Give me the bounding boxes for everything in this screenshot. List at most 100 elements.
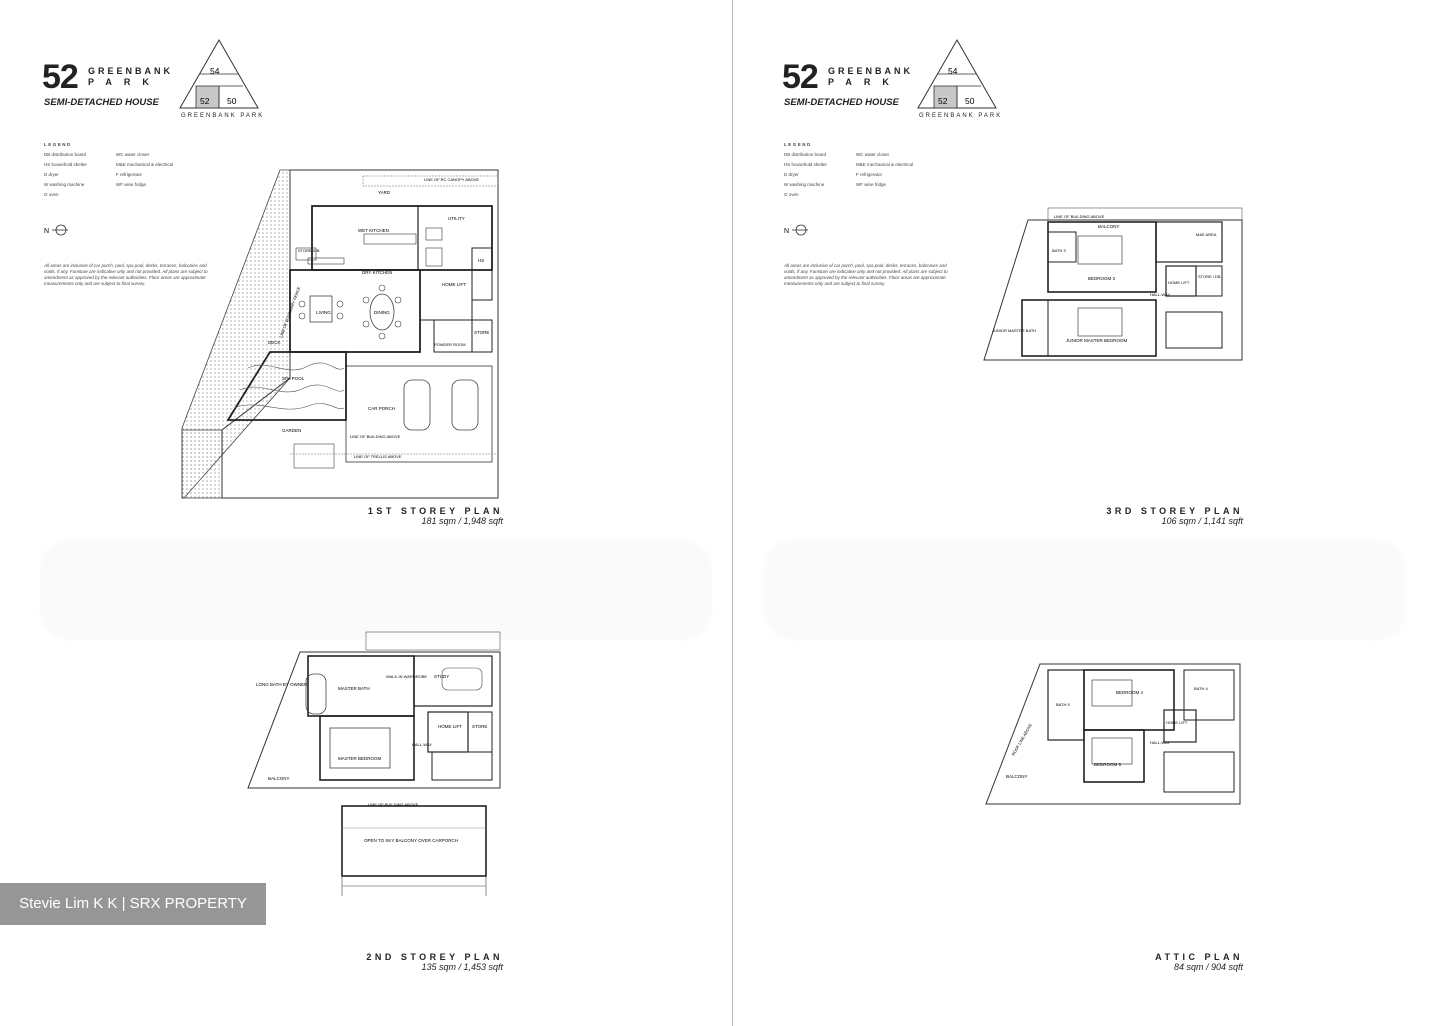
label-dry-kitchen: DRY KITCHEN: [362, 270, 392, 275]
label-wet-kitchen: WET KITCHEN: [358, 228, 389, 233]
legend-item: O oven: [784, 192, 799, 197]
legend-item: HS household shelter: [44, 162, 88, 167]
label-line-canopy: LINE OF RC CANOPY ABOVE: [424, 177, 479, 182]
label-hallway-4: HALL-WAY: [1150, 740, 1170, 745]
label-line-building-3: LINE OF BUILDING ABOVE: [1054, 214, 1105, 219]
watermark: Stevie Lim K K | SRX PROPERTY: [0, 883, 266, 925]
legend-item: F refrigerator: [116, 172, 143, 177]
site-key-diagram: 54 52 50: [917, 38, 997, 109]
right-page: 52 GREENBANK PARK SEMI-DETACHED HOUSE 54…: [734, 0, 1440, 1026]
page-divider: [732, 0, 733, 1026]
brand-name-line2: PARK: [828, 77, 901, 87]
legend-item: WF wine fridge: [856, 182, 887, 187]
legend-item: W washing machine: [784, 182, 825, 187]
label-powder-room: POWDER ROOM: [434, 342, 466, 347]
second-storey-plan: LONG BATH BY OWNER MASTER BATH WALK-IN W…: [247, 631, 501, 896]
brand-number: 52: [42, 58, 79, 96]
legend-note: All areas are inclusive of car porch, po…: [44, 263, 208, 286]
first-plan-title: 1ST STOREY PLAN: [367, 506, 503, 516]
brand-subtitle: SEMI-DETACHED HOUSE: [44, 97, 159, 108]
label-bath4: BATH 4: [1194, 686, 1208, 691]
label-bedroom4: BEDROOM 4: [1116, 690, 1144, 695]
label-store-db: STORE /DB: [298, 248, 320, 253]
site-key-bottom-left: 52: [938, 96, 948, 106]
site-key-bottom-left: 52: [200, 96, 210, 106]
legend-item: D dryer: [44, 172, 59, 177]
label-bath3: BATH 3: [1052, 248, 1066, 253]
legend-item: WF wine fridge: [116, 182, 147, 187]
left-page: 52 GREENBANK PARK SEMI-DETACHED HOUSE 54…: [40, 38, 712, 972]
site-key-caption: GREENBANK PARK: [919, 113, 1003, 119]
label-master-bedroom: MASTER BEDROOM: [338, 756, 382, 761]
label-balcony-2: BALCONY: [268, 776, 290, 781]
legend-item: M&E mechanical & electrical: [856, 162, 914, 167]
label-store: STORE: [474, 330, 489, 335]
label-bedroom3: BEDROOM 3: [1088, 276, 1116, 281]
legend-grid: DB distribution board WC water closet HS…: [784, 150, 946, 200]
legend-item: DB distribution board: [44, 152, 87, 157]
brand-name-line1: GREENBANK: [88, 66, 174, 76]
label-hs: HS: [478, 258, 484, 263]
label-master-bath: MASTER BATH: [338, 686, 370, 691]
label-hallway-3: HALL-WAY: [1150, 292, 1170, 297]
label-line-trellis: LINE OF TRELLIS ABOVE: [354, 454, 402, 459]
legend-item: D dryer: [784, 172, 799, 177]
brand-name-line2: PARK: [88, 77, 161, 87]
label-dining: DINING: [374, 310, 390, 315]
legend-item: W washing machine: [44, 182, 85, 187]
legend-item: F refrigerator: [856, 172, 883, 177]
label-open-balcony: OPEN TO SKY BALCONY OVER CARPORCH: [364, 838, 458, 843]
label-utility: UTILITY: [448, 216, 465, 221]
label-home-lift: HOME LIFT: [442, 282, 466, 287]
site-key-bottom-right: 50: [965, 96, 975, 106]
legend-grid: DB distribution board WC water closet HS…: [44, 150, 206, 200]
blur-band: [40, 540, 712, 640]
third-plan-title: 3RD STOREY PLAN: [1106, 506, 1243, 516]
site-key-bottom-right: 50: [227, 96, 237, 106]
brand-subtitle: SEMI-DETACHED HOUSE: [784, 97, 899, 108]
svg-text:N: N: [784, 228, 789, 235]
label-home-lift-3: HOME LIFT: [1168, 280, 1190, 285]
legend-item: WC water closet: [856, 152, 889, 157]
label-junior-master-bedroom: JUNIOR MASTER BEDROOM: [1066, 338, 1128, 343]
first-storey-plan: YARD LINE OF RC CANOPY ABOVE WET KITCHEN…: [181, 169, 499, 499]
label-store-2: STORE: [472, 724, 487, 729]
attic-plan: BEDROOM 4 BATH 4 BATH 5 HOME LIFT HALL-W…: [985, 663, 1241, 805]
legend-item: HS household shelter: [784, 162, 828, 167]
site-key-top: 54: [210, 66, 220, 76]
legend-title: LEGEND: [44, 142, 72, 147]
label-yard: YARD: [378, 190, 391, 195]
legend-title: LEGEND: [784, 142, 812, 147]
label-junior-master-bath: JUNIOR MASTER BATH: [992, 328, 1036, 333]
label-garden: GARDEN: [282, 428, 301, 433]
brand-number: 52: [782, 58, 819, 96]
north-arrow-icon: N: [44, 224, 68, 236]
label-long-bath: LONG BATH BY OWNER: [256, 682, 308, 687]
north-arrow-icon: N: [784, 224, 808, 236]
label-roof-line: ROOF LINE ABOVE: [1011, 722, 1034, 756]
blur-band: [764, 540, 1406, 640]
legend-item: WC water closet: [116, 152, 149, 157]
label-deck: DECK: [268, 340, 281, 345]
brand-name-line1: GREENBANK: [828, 66, 914, 76]
label-bedroom5: BEDROOM 5: [1094, 762, 1122, 767]
third-plan-area: 106 sqm / 1,141 sqft: [1161, 516, 1243, 526]
label-store-db-3: STORE / DB: [1198, 274, 1221, 279]
label-living: LIVING: [316, 310, 331, 315]
third-storey-plan: LINE OF BUILDING ABOVE BALCONY M&E AREA …: [983, 207, 1243, 361]
site-key-top: 54: [948, 66, 958, 76]
label-spa-pool: SPA POOL: [282, 376, 305, 381]
label-me-area: M&E AREA: [1196, 232, 1217, 237]
site-key-diagram: 54 52 50: [179, 38, 259, 109]
second-plan-title: 2ND STOREY PLAN: [366, 952, 503, 962]
legend-item: DB distribution board: [784, 152, 827, 157]
legend-note: All areas are inclusive of car porch, po…: [784, 263, 948, 286]
label-balcony-3: BALCONY: [1098, 224, 1120, 229]
legend-item: O oven: [44, 192, 59, 197]
label-home-lift-2: HOME LIFT: [438, 724, 462, 729]
svg-text:N: N: [44, 228, 49, 235]
legend: LEGEND DB distribution board WC water cl…: [44, 140, 206, 200]
label-line-building-2: LINE OF BUILDING ABOVE: [368, 802, 419, 807]
second-plan-area: 135 sqm / 1,453 sqft: [421, 962, 503, 972]
label-car-porch: CAR PORCH: [368, 406, 395, 411]
